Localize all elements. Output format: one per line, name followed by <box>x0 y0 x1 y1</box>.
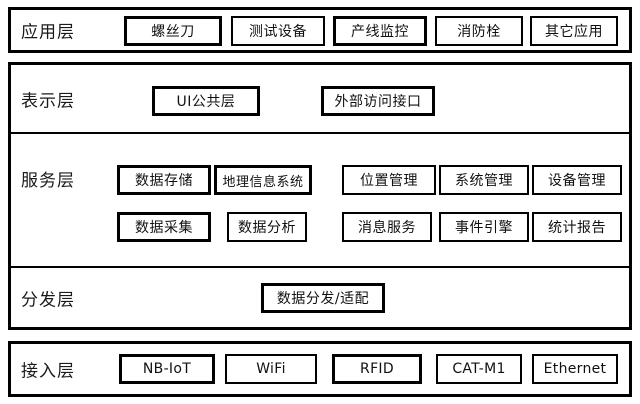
node-access-1[interactable]: WiFi <box>225 354 317 384</box>
node-application-3[interactable]: 消防栓 <box>435 16 523 46</box>
layer-label-distribution: 分发层 <box>21 290 75 310</box>
node-service-r1-2[interactable]: 消息服务 <box>342 212 432 242</box>
node-access-2[interactable]: RFID <box>332 354 422 384</box>
node-service-r0-3[interactable]: 系统管理 <box>439 165 529 195</box>
node-application-1[interactable]: 测试设备 <box>231 16 325 46</box>
node-service-r0-1[interactable]: 地理信息系统 <box>214 165 312 195</box>
layer-access: 接入层 NB-IoT WiFi RFID CAT-M1 Ethernet <box>8 341 632 397</box>
node-service-r1-1[interactable]: 数据分析 <box>227 212 307 242</box>
node-service-r1-3[interactable]: 事件引擎 <box>439 212 529 242</box>
node-service-r1-0[interactable]: 数据采集 <box>117 212 211 242</box>
node-access-0[interactable]: NB-IoT <box>119 354 215 384</box>
layer-presentation: 表示层 UI公共层 外部访问接口 <box>8 62 632 133</box>
node-access-4[interactable]: Ethernet <box>532 354 618 384</box>
layer-application: 应用层 螺丝刀 测试设备 产线监控 消防栓 其它应用 <box>8 7 632 53</box>
layer-service: 服务层 数据存储 地理信息系统 位置管理 系统管理 设备管理 数据采集 数据分析… <box>8 133 632 267</box>
node-distribution-0[interactable]: 数据分发/适配 <box>261 283 385 313</box>
node-application-2[interactable]: 产线监控 <box>333 16 427 46</box>
node-presentation-0[interactable]: UI公共层 <box>152 86 260 116</box>
layer-label-presentation: 表示层 <box>21 91 75 111</box>
node-service-r0-4[interactable]: 设备管理 <box>532 165 622 195</box>
layer-label-application: 应用层 <box>21 22 75 43</box>
node-service-r0-2[interactable]: 位置管理 <box>342 165 436 195</box>
layer-label-service: 服务层 <box>21 171 75 191</box>
node-presentation-1[interactable]: 外部访问接口 <box>321 86 435 116</box>
layer-distribution: 分发层 数据分发/适配 <box>8 267 632 330</box>
node-service-r1-4[interactable]: 统计报告 <box>532 212 622 242</box>
node-access-3[interactable]: CAT-M1 <box>436 354 522 384</box>
node-service-r0-0[interactable]: 数据存储 <box>117 165 211 195</box>
node-application-4[interactable]: 其它应用 <box>530 16 618 46</box>
layer-label-access: 接入层 <box>21 361 75 382</box>
node-application-0[interactable]: 螺丝刀 <box>124 16 222 46</box>
